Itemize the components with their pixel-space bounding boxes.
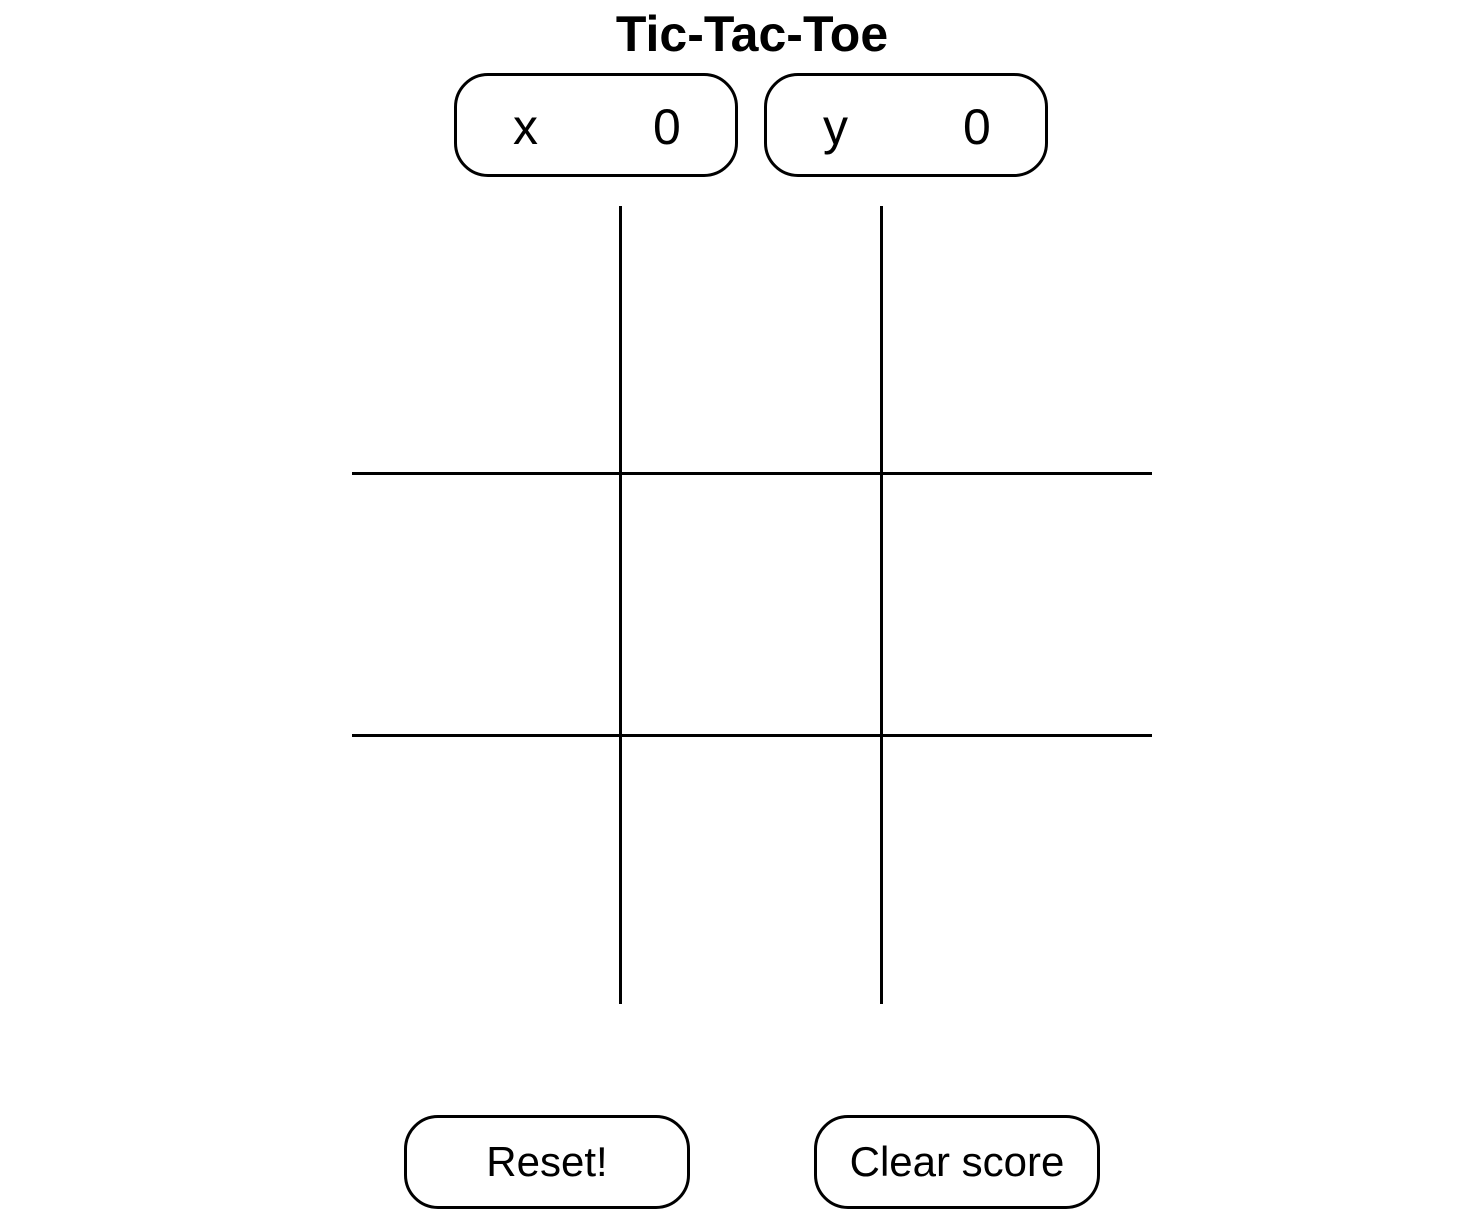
player-name: y bbox=[823, 99, 848, 155]
grid-line-horizontal bbox=[352, 472, 1152, 475]
board-cell[interactable] bbox=[883, 475, 1152, 734]
board-cell[interactable] bbox=[883, 737, 1152, 1004]
board-cell[interactable] bbox=[622, 737, 880, 1004]
reset-button[interactable]: Reset! bbox=[404, 1115, 690, 1209]
clear-score-button[interactable]: Clear score bbox=[814, 1115, 1100, 1209]
game-board bbox=[352, 206, 1152, 1004]
board-cell[interactable] bbox=[352, 475, 619, 734]
player-score: 0 bbox=[653, 99, 681, 155]
player-score: 0 bbox=[963, 99, 991, 155]
grid-line-vertical bbox=[619, 206, 622, 1004]
page-title: Tic-Tac-Toe bbox=[615, 6, 889, 62]
board-cell[interactable] bbox=[622, 475, 880, 734]
board-cell[interactable] bbox=[352, 737, 619, 1004]
board-cell[interactable] bbox=[883, 206, 1152, 472]
grid-line-vertical bbox=[880, 206, 883, 1004]
grid-line-horizontal bbox=[352, 734, 1152, 737]
score-card-y: y 0 bbox=[764, 73, 1048, 177]
board-cell[interactable] bbox=[352, 206, 619, 472]
board-cell[interactable] bbox=[622, 206, 880, 472]
score-card-x: x 0 bbox=[454, 73, 738, 177]
player-name: x bbox=[513, 99, 538, 155]
